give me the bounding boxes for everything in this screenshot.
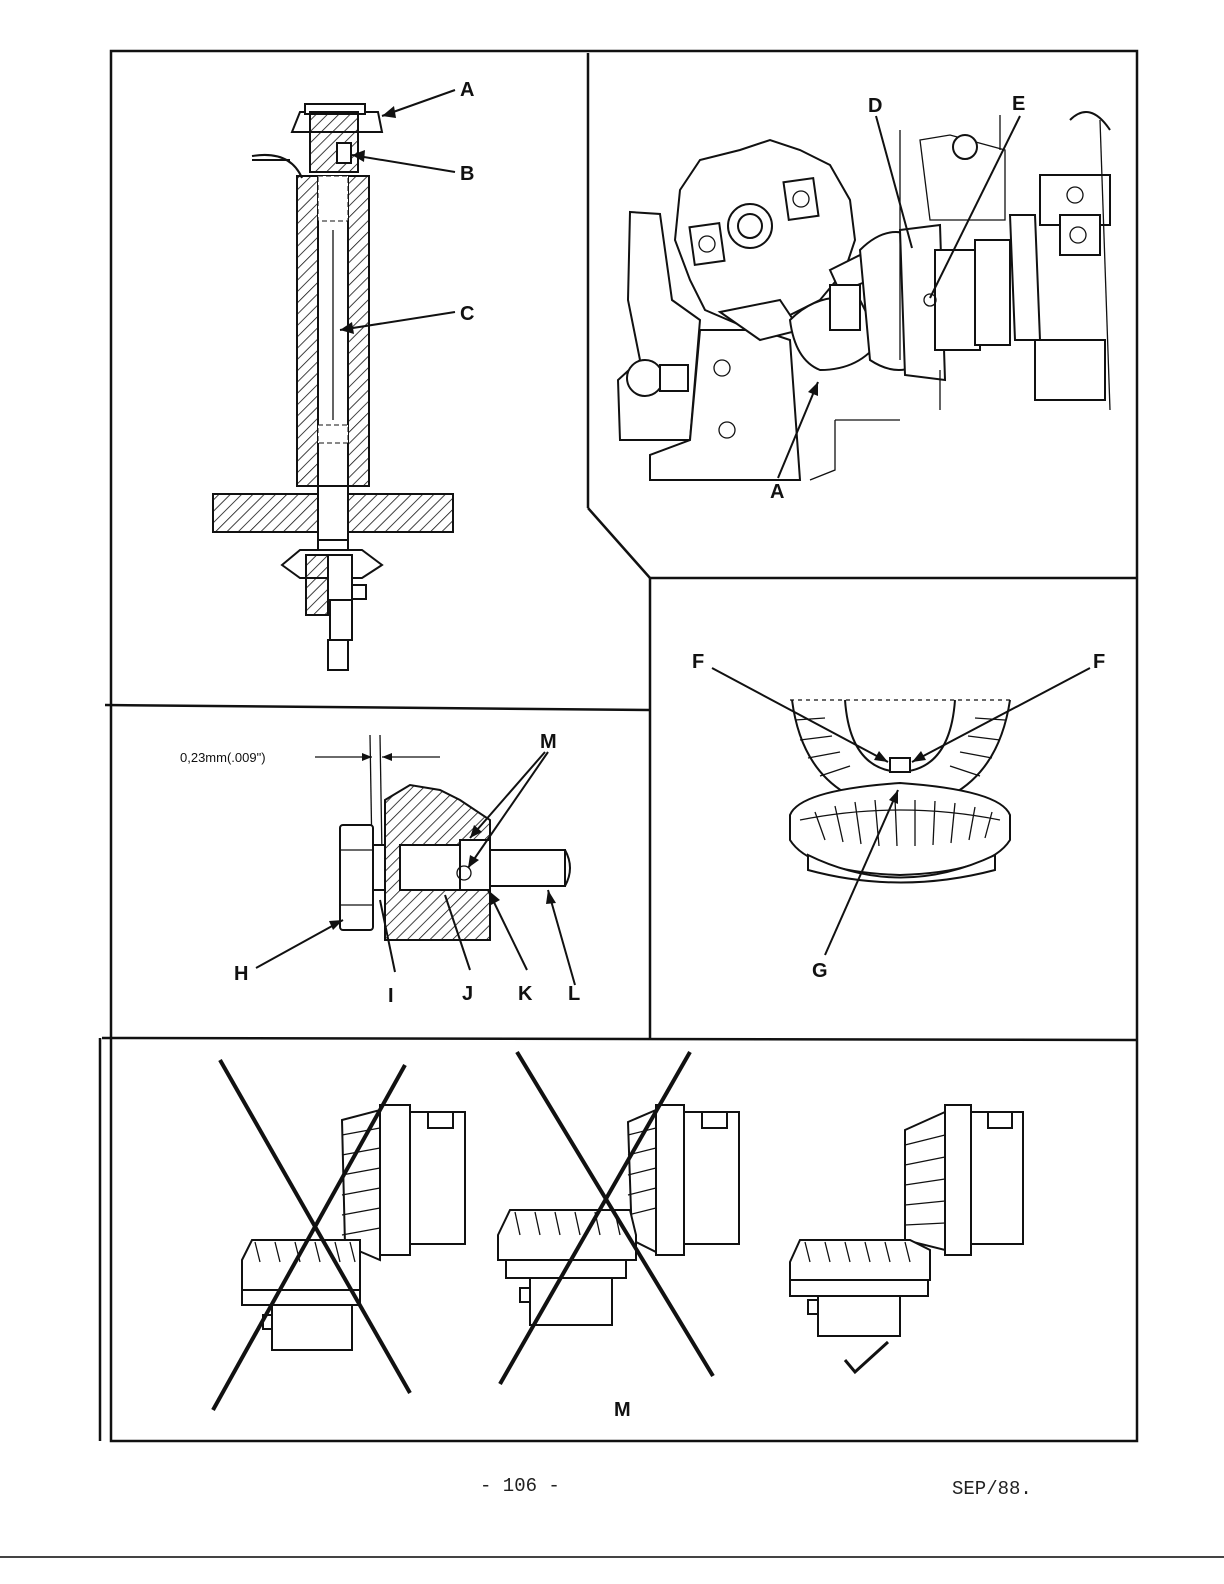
label-a-fig2: A: [770, 481, 784, 503]
gear-mesh-figure: [711, 667, 1091, 956]
label-k-fig3: K: [518, 983, 533, 1005]
label-e-fig2: E: [1012, 93, 1025, 115]
gear-alignment-comparison-figure: [211, 1050, 1024, 1411]
label-l-fig3: L: [568, 983, 580, 1005]
page-number: - 106 -: [480, 1475, 560, 1497]
label-c-fig1: C: [460, 303, 474, 325]
bottom-rule: [0, 1556, 1224, 1558]
label-h-fig3: H: [234, 963, 248, 985]
label-m-fig3: M: [540, 731, 557, 753]
label-g-fig4: G: [812, 960, 828, 982]
shaft-cross-section-figure: [212, 89, 456, 671]
label-d-fig2: D: [868, 95, 882, 117]
checkmark-icon: [843, 1340, 890, 1375]
revision-date: SEP/88.: [952, 1478, 1032, 1500]
figure-frame: [98, 49, 1139, 1443]
incorrect-alignment-1: [211, 1059, 466, 1411]
label-m-fig5: M: [614, 1399, 631, 1421]
clearance-detail-figure: [255, 734, 576, 986]
label-i-fig3: I: [388, 985, 394, 1007]
label-b-fig1: B: [460, 163, 474, 185]
label-f-left: F: [692, 651, 704, 673]
gear-mechanism-figure: [616, 111, 1111, 481]
label-f-right: F: [1093, 651, 1105, 673]
incorrect-alignment-2: [497, 1050, 740, 1385]
label-a-fig1: A: [460, 79, 474, 101]
clearance-dimension: 0,23mm(.009"): [180, 750, 266, 765]
correct-alignment: [789, 1104, 1024, 1375]
label-j-fig3: J: [462, 983, 473, 1005]
